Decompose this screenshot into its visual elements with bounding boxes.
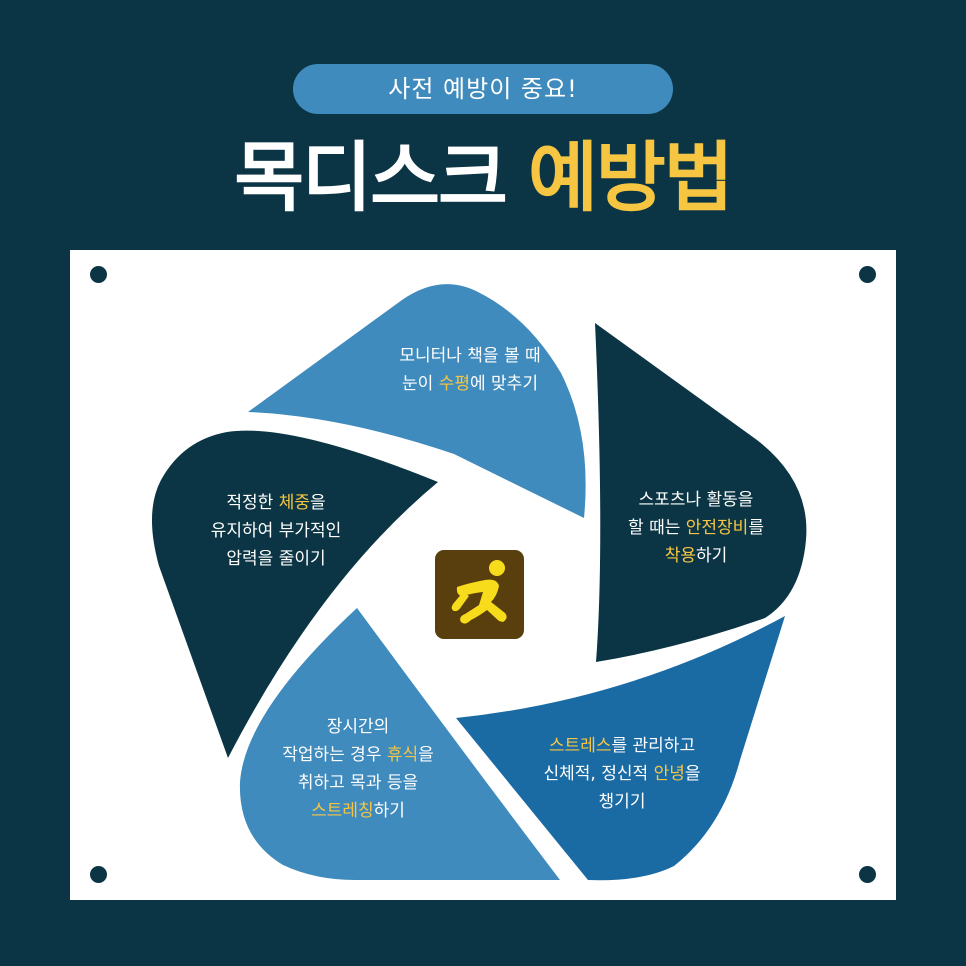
highlight-text: 휴식	[386, 745, 419, 765]
highlight-text: 착용	[664, 546, 696, 566]
tip-text: 을	[418, 745, 434, 765]
tip-line: 모니터나 책을 볼 때	[399, 342, 540, 370]
tip-text: 신체적, 정신적	[543, 764, 654, 784]
tip-line: 스트레칭하기	[282, 797, 434, 825]
running-person-figure	[451, 560, 507, 624]
tip-text: 모니터나 책을 볼 때	[399, 346, 541, 366]
tip-text: 취하고 목과 등을	[297, 773, 419, 793]
petal-monitor	[248, 284, 586, 518]
tip-text: 챙기기	[598, 792, 646, 812]
tip-line: 신체적, 정신적 안녕을	[544, 760, 701, 788]
corner-dot-top-right	[859, 266, 876, 283]
tip-line: 압력을 줄이기	[211, 545, 342, 573]
tip-line: 취하고 목과 등을	[282, 769, 434, 797]
petal-stress	[456, 616, 785, 881]
highlight-text: 안녕	[653, 764, 685, 784]
tip-line: 눈이 수평에 맞추기	[399, 370, 540, 398]
tip-line: 작업하는 경우 휴식을	[282, 741, 434, 769]
highlight-text: 안전장비	[685, 518, 749, 538]
petal-sports	[595, 323, 807, 662]
tip-text: 작업하는 경우	[282, 745, 387, 765]
tip-line: 할 때는 안전장비를	[628, 514, 764, 542]
highlight-text: 스트레스	[548, 736, 612, 756]
tip-line: 챙기기	[544, 788, 701, 816]
title-yellow-part: 예방법	[527, 133, 734, 222]
tip-text: 를 관리하고	[611, 736, 696, 756]
petal-weight	[151, 430, 438, 758]
tip-text: 을	[309, 493, 326, 513]
tip-line: 스트레스를 관리하고	[544, 732, 701, 760]
tip-line: 적정한 체중을	[211, 489, 342, 517]
tip-line: 스포츠나 활동을	[628, 486, 764, 514]
tip-text: 유지하여 부가적인	[210, 521, 342, 541]
tip-text: 을	[684, 764, 701, 784]
tip-text: 하기	[696, 546, 728, 566]
tip-text: 에 맞추기	[470, 374, 538, 394]
highlight-text: 수평	[438, 374, 470, 394]
running-person-icon	[435, 550, 524, 639]
highlight-text: 스트레칭	[311, 801, 374, 821]
corner-dot-top-left	[90, 266, 107, 283]
highlight-text: 체중	[278, 493, 310, 513]
tip-line: 장시간의	[282, 713, 434, 741]
subtitle-pill: 사전 예방이 중요!	[293, 64, 673, 114]
tip-text: 스포츠나 활동을	[638, 490, 754, 510]
tip-text: 적정한	[226, 493, 279, 513]
tip-text: 할 때는	[628, 518, 686, 538]
petal-rest	[239, 608, 560, 880]
tip-text: 눈이	[402, 374, 439, 394]
tip-line: 착용하기	[628, 542, 764, 570]
tip-text: 압력을 줄이기	[226, 549, 326, 569]
title-white-part: 목디스크	[234, 133, 508, 222]
tip-text: 를	[748, 518, 764, 538]
corner-dot-bottom-left	[90, 866, 107, 883]
pinwheel-diagram	[151, 284, 807, 881]
tip-text: 하기	[373, 801, 405, 821]
corner-dot-bottom-right	[859, 866, 876, 883]
tip-line: 유지하여 부가적인	[211, 517, 342, 545]
tip-text: 장시간의	[326, 717, 390, 737]
